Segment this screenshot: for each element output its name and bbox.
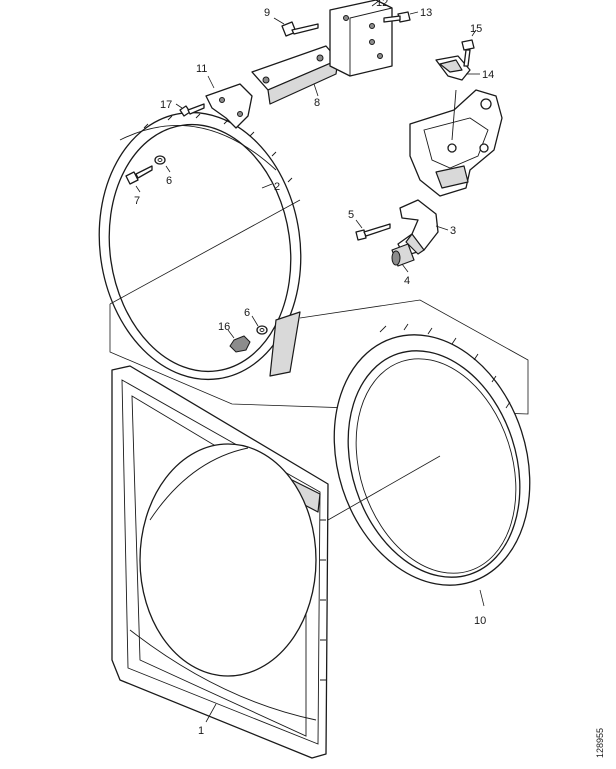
washer-6-lower bbox=[251, 315, 268, 335]
callout-9: 9 bbox=[264, 7, 270, 19]
screw-15 bbox=[461, 29, 477, 67]
callout-17: 17 bbox=[160, 99, 172, 111]
engine-bracket bbox=[409, 89, 503, 197]
callout-7: 7 bbox=[134, 195, 140, 207]
bolt-9 bbox=[273, 17, 319, 37]
callout-1: 1 bbox=[198, 725, 204, 737]
callout-12: 12 bbox=[376, 0, 388, 9]
callout-8: 8 bbox=[314, 97, 320, 109]
bracket-8 bbox=[251, 45, 339, 105]
bushing-4 bbox=[391, 243, 415, 273]
callout-14: 14 bbox=[482, 69, 494, 81]
callout-11: 11 bbox=[196, 63, 207, 75]
washer-6-upper bbox=[154, 155, 171, 173]
bracket-11 bbox=[205, 75, 253, 129]
callout-16: 16 bbox=[218, 321, 230, 333]
fan-ring bbox=[98, 111, 302, 381]
callout-4: 4 bbox=[404, 275, 410, 287]
nut-16 bbox=[227, 329, 251, 353]
assembly-frame bbox=[109, 299, 529, 415]
callout-13: 13 bbox=[420, 7, 432, 19]
callout-10: 10 bbox=[474, 615, 486, 627]
document-number: 128955 bbox=[595, 728, 605, 758]
bolt-13 bbox=[383, 11, 419, 23]
callout-6-upper: 6 bbox=[166, 175, 172, 187]
mounting-plate-12 bbox=[329, 0, 393, 77]
clip-14 bbox=[435, 55, 480, 81]
bolt-17 bbox=[175, 103, 205, 117]
fan-shroud bbox=[111, 365, 329, 759]
callout-6-lower: 6 bbox=[244, 307, 250, 319]
callout-2: 2 bbox=[274, 181, 280, 193]
callout-3: 3 bbox=[450, 225, 456, 237]
bolt-5 bbox=[355, 219, 391, 241]
callout-15: 15 bbox=[470, 23, 482, 35]
clamp-3 bbox=[397, 199, 449, 257]
shroud-ring bbox=[327, 323, 531, 607]
callout-5: 5 bbox=[348, 209, 354, 221]
bolt-7 bbox=[125, 165, 153, 193]
